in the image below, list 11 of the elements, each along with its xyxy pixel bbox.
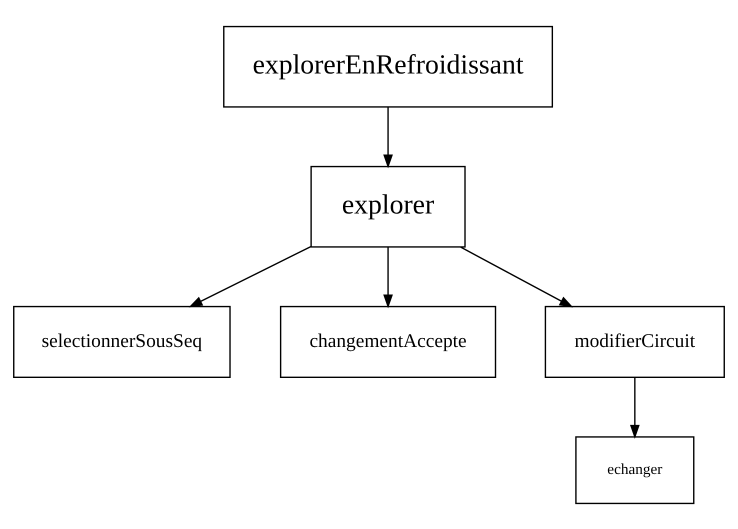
arrow: [383, 106, 393, 168]
node-box: explorer: [310, 165, 466, 248]
node-box: explorerEnRefroidissant: [223, 25, 554, 108]
node-box: echanger: [575, 436, 694, 504]
node-box: modifierCircuit: [544, 305, 725, 378]
arrow: [188, 245, 312, 307]
node-box: selectionnerSousSeq: [13, 305, 231, 378]
arrow: [460, 246, 574, 308]
node-box: changementAccepte: [280, 305, 496, 378]
arrow: [630, 377, 640, 438]
arrow: [383, 246, 393, 308]
